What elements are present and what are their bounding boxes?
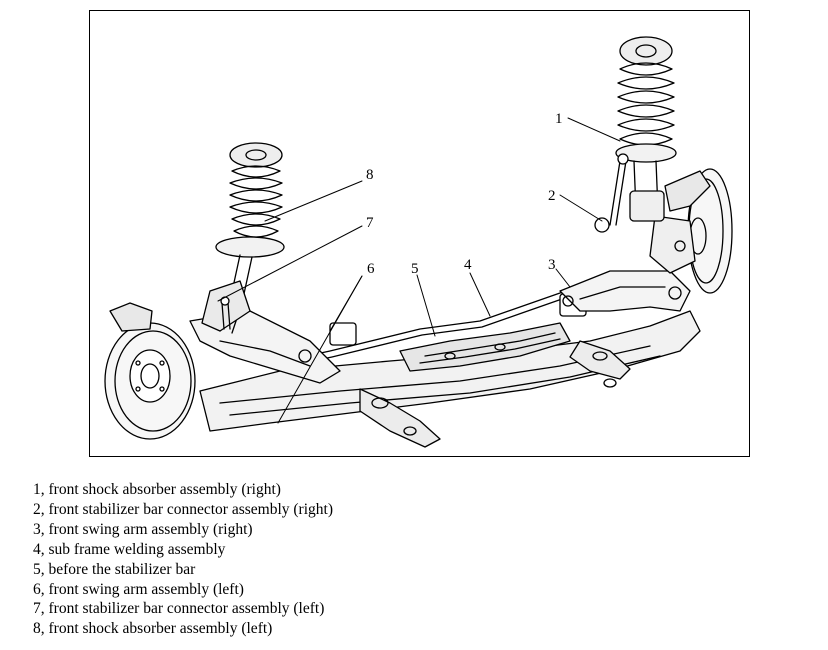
right-brake-disc: [649, 168, 733, 294]
callout-1: 1: [555, 111, 563, 127]
legend-item: 7, front stabilizer bar connector assemb…: [33, 600, 325, 618]
front-suspension-drawing: 1 2 3 4 5 6 7 8: [104, 36, 733, 448]
left-stabilizer-link: [220, 296, 231, 330]
legend-item: 5, before the stabilizer bar: [33, 560, 196, 578]
legend-item: 6, front swing arm assembly (left): [33, 580, 244, 598]
center-frame-weld: [399, 322, 571, 372]
legend-item: 1, front shock absorber assembly (right): [33, 481, 281, 498]
right-strut: [615, 36, 677, 222]
parts-legend: 1, front shock absorber assembly (right)…: [33, 480, 333, 639]
legend-item: 4, sub frame welding assembly: [33, 540, 226, 558]
left-swing-arm: [189, 310, 341, 384]
legend-item: 3, front swing arm assembly (right): [33, 520, 253, 538]
leader-lines: [217, 117, 621, 424]
sub-frame: [199, 310, 701, 448]
suspension-diagram-frame: 1 2 3 4 5 6 7 8: [89, 10, 750, 457]
callout-7: 7: [366, 215, 374, 231]
callout-4: 4: [464, 257, 472, 273]
callout-6: 6: [367, 261, 375, 277]
legend-item: 2, front stabilizer bar connector assemb…: [33, 500, 333, 518]
right-swing-arm: [559, 270, 691, 312]
callout-5: 5: [411, 261, 419, 277]
left-brake-disc: [104, 302, 196, 440]
legend-item: 8, front shock absorber assembly (left): [33, 620, 273, 638]
callout-labels: 1 2 3 4 5 6 7 8: [366, 111, 563, 277]
left-strut: [201, 142, 285, 334]
callout-2: 2: [548, 188, 556, 204]
callout-3: 3: [548, 257, 556, 273]
right-stabilizer-link: [594, 153, 629, 233]
callout-8: 8: [366, 167, 374, 183]
